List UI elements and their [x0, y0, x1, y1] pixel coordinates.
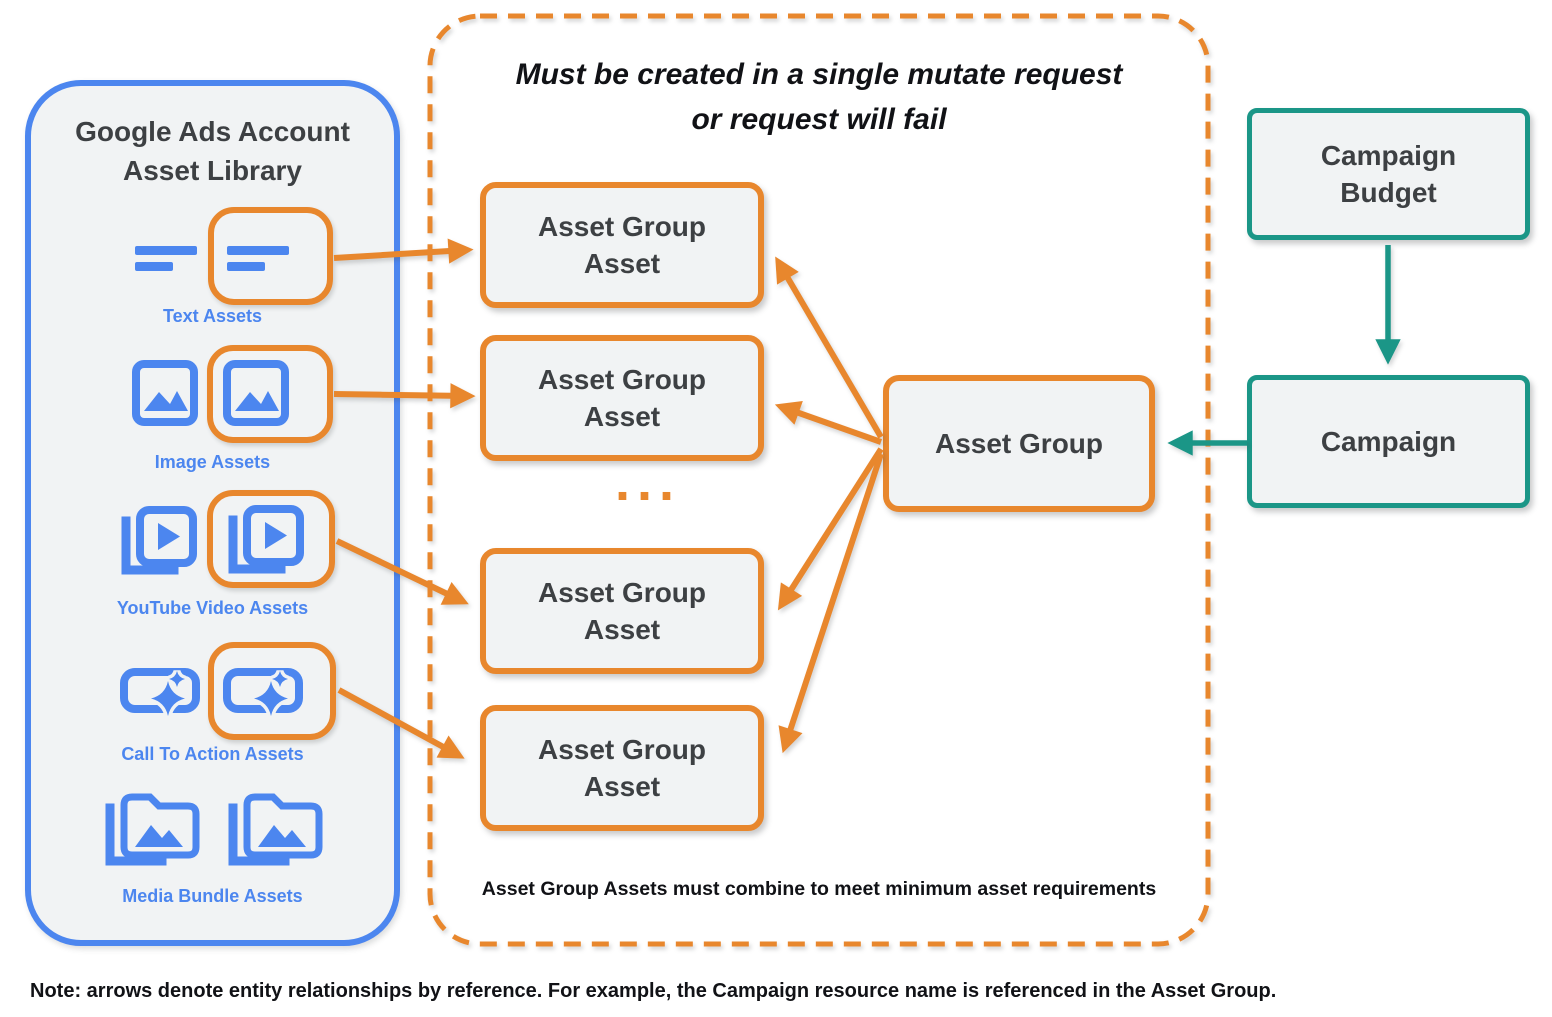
asset-group-box: Asset Group — [883, 375, 1155, 512]
text-asset-icon — [135, 246, 197, 271]
library-title: Google Ads Account Asset Library — [25, 112, 400, 190]
mutate-request-title-line1: Must be created in a single mutate reque… — [515, 58, 1123, 91]
arrow-asset-group-to-aga4 — [778, 453, 884, 754]
asset-group-asset-label: Asset Group — [537, 364, 707, 395]
call-to-action-asset-icon — [120, 668, 200, 717]
more-assets-ellipsis: ... — [614, 452, 681, 512]
campaign-label: Campaign — [1320, 426, 1457, 457]
text-asset-icon — [227, 246, 289, 271]
library-title-line2: Asset Library — [123, 155, 302, 186]
text-assets-label: Text Assets — [162, 306, 263, 326]
arrow-asset-group-to-aga2 — [774, 401, 882, 445]
campaign-budget-box: Campaign Budget — [1247, 108, 1530, 240]
asset-group-asset-label: Asset Group — [537, 211, 707, 242]
media-bundle-assets-label: Media Bundle Assets — [122, 886, 303, 906]
campaign-box: Campaign — [1247, 375, 1530, 508]
youtube-video-asset-icon — [121, 506, 197, 575]
youtube-video-asset-selected-outline — [207, 490, 335, 588]
youtube-video-assets-label: YouTube Video Assets — [116, 598, 309, 618]
arrow-asset-group-to-aga1 — [775, 256, 884, 439]
call-to-action-asset-icon — [223, 668, 303, 717]
footnote: Note: arrows denote entity relationships… — [30, 980, 1277, 1002]
asset-group-asset-label: Asset — [583, 248, 661, 279]
image-asset-selected-outline — [207, 345, 333, 443]
asset-group-asset-box-1: Asset Group Asset — [480, 182, 764, 308]
asset-group-asset-box-3: Asset Group Asset — [480, 548, 764, 674]
asset-group-asset-label: Asset Group — [537, 577, 707, 608]
asset-group-asset-label: Asset — [583, 401, 661, 432]
call-to-action-assets-label: Call To Action Assets — [121, 744, 304, 764]
library-title-line1: Google Ads Account — [75, 116, 350, 147]
asset-group-asset-label: Asset Group — [537, 734, 707, 765]
media-bundle-asset-icon — [228, 793, 323, 866]
image-asset-icon — [132, 360, 198, 426]
mutate-request-title-line2: or request will fail — [691, 103, 947, 136]
campaign-budget-label: Campaign — [1320, 140, 1457, 171]
mutate-request-footer: Asset Group Assets must combine to meet … — [481, 878, 1157, 900]
media-bundle-asset-icon — [105, 793, 200, 866]
image-assets-label: Image Assets — [154, 452, 271, 472]
arrow-asset-group-to-aga3 — [777, 447, 884, 611]
asset-group-label: Asset Group — [934, 428, 1104, 459]
image-asset-icon — [223, 360, 289, 426]
asset-group-asset-label: Asset — [583, 614, 661, 645]
youtube-video-asset-icon — [228, 505, 304, 574]
call-to-action-asset-selected-outline — [208, 642, 336, 740]
asset-group-asset-box-4: Asset Group Asset — [480, 705, 764, 831]
asset-group-asset-box-2: Asset Group Asset — [480, 335, 764, 461]
asset-group-asset-label: Asset — [583, 771, 661, 802]
text-asset-selected-outline — [208, 207, 333, 305]
mutate-request-title: Must be created in a single mutate reque… — [430, 52, 1208, 142]
campaign-budget-label: Budget — [1340, 177, 1437, 208]
